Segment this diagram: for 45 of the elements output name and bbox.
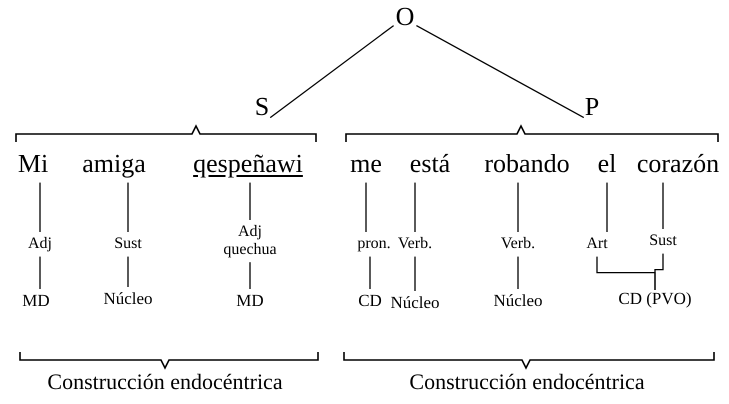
- syntactic-function: CD: [358, 292, 382, 311]
- brace-caption: Construcción endocéntrica: [409, 370, 645, 394]
- word-category: Verb.: [398, 235, 432, 253]
- sentence-word: amiga: [82, 150, 146, 179]
- word-category: Sust: [649, 232, 677, 250]
- constituent-label: P: [584, 93, 600, 122]
- sentence-word: el: [598, 150, 616, 179]
- connector-line: [369, 256, 371, 289]
- connector-line: [654, 254, 664, 290]
- sentence-word: qespeñawi: [193, 150, 303, 179]
- syntactic-function: Núcleo: [103, 290, 153, 309]
- sentence-word: robando: [484, 150, 570, 179]
- connector-line: [249, 262, 251, 289]
- connector-line: [662, 182, 664, 229]
- connector-line: [517, 182, 519, 232]
- connector-line: [39, 182, 41, 232]
- connector-line: [517, 256, 519, 289]
- syntactic-function: MD: [22, 292, 50, 311]
- constituent-label: O: [396, 3, 414, 32]
- word-category: Verb.: [500, 235, 536, 253]
- sentence-word: me: [350, 150, 382, 179]
- connector-line: [249, 182, 251, 220]
- syntactic-function: CD (PVO): [618, 290, 692, 309]
- connector-line: [127, 256, 129, 287]
- word-category: pron.: [357, 235, 391, 253]
- constituent-label: S: [254, 93, 270, 122]
- word-category: Art: [586, 235, 608, 253]
- connector-line: [39, 256, 41, 289]
- connector-line: [414, 182, 416, 232]
- word-category: Adj quechua: [220, 223, 280, 258]
- connector-line: [127, 182, 129, 232]
- sentence-word: corazón: [636, 150, 720, 179]
- connector-line: [606, 182, 608, 232]
- tree-branch-line: [270, 25, 394, 118]
- tree-branch-line: [416, 25, 584, 118]
- word-category: Adj: [28, 235, 52, 253]
- sentence-word: Mi: [18, 150, 48, 179]
- syntactic-function: Núcleo: [390, 294, 440, 313]
- sentence-word: está: [410, 150, 450, 179]
- brace-caption: Construcción endocéntrica: [47, 370, 283, 394]
- word-category: Sust: [114, 235, 142, 253]
- connector-line: [365, 182, 367, 232]
- syntactic-function: Núcleo: [493, 292, 543, 311]
- connector-line: [414, 256, 416, 291]
- syntactic-function: MD: [236, 292, 264, 311]
